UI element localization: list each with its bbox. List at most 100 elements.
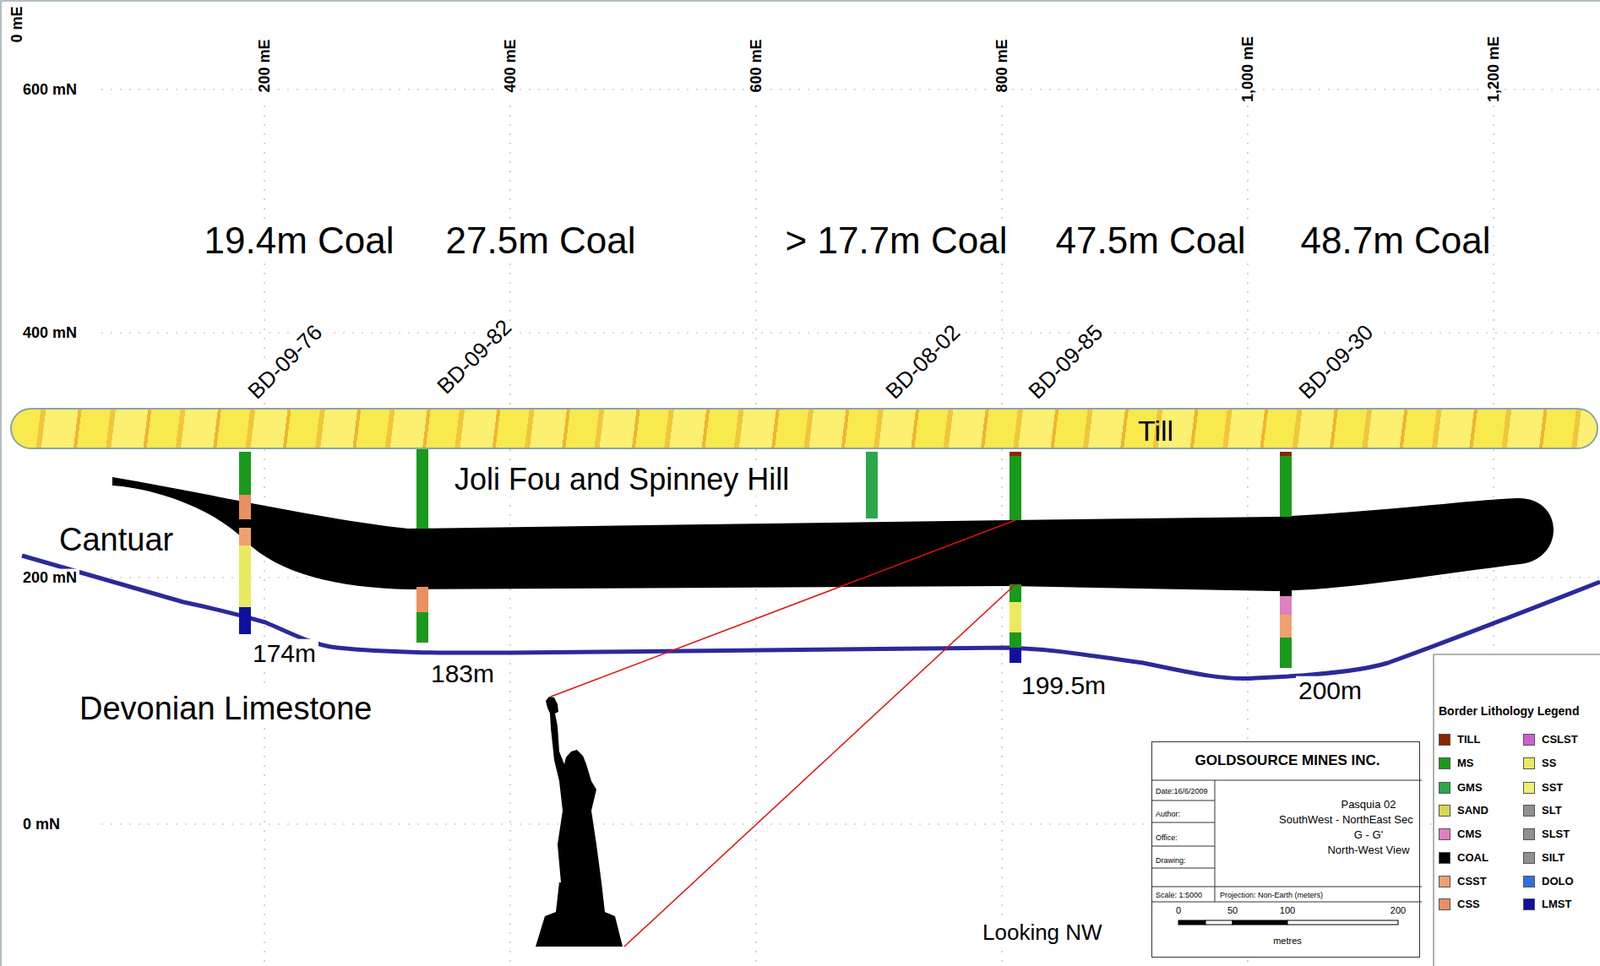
ss-interval — [1009, 602, 1022, 633]
gms-interval — [865, 451, 878, 519]
csst-interval — [1279, 614, 1292, 638]
axis-label: 600 mN — [20, 81, 80, 99]
scale-number: 0 — [1175, 905, 1181, 917]
scale-unit: metres — [1273, 936, 1302, 947]
coal-interval — [239, 519, 251, 528]
axis-label: 200 mE — [255, 36, 274, 95]
rule — [1214, 780, 1216, 903]
title-block-lines — [1151, 780, 1422, 903]
till-label: Till — [1137, 414, 1174, 448]
grid — [101, 89, 1600, 966]
coal-interval — [1009, 520, 1022, 585]
coal-thickness: 48.7m Coal — [1297, 219, 1493, 263]
rule — [1151, 780, 1422, 782]
title-block-text: Date:16/6/2009 — [1155, 787, 1209, 796]
legend-swatch — [1438, 828, 1451, 841]
scale-number: 100 — [1279, 905, 1296, 917]
coal-thickness: > 17.7m Coal — [783, 219, 1011, 263]
title-block-text: Office: — [1155, 833, 1178, 843]
ms-interval — [416, 612, 429, 643]
legend-text: GMS — [1457, 782, 1483, 795]
scale-bar — [1178, 920, 1399, 926]
legend-swatch — [1438, 782, 1451, 795]
title-block-text: North-West View — [1327, 844, 1410, 858]
coal-interval — [416, 528, 429, 588]
hole-name: BD-08-02 — [879, 318, 968, 407]
bar-segment — [1205, 920, 1233, 926]
legend-swatch — [1523, 828, 1535, 841]
till-interval — [1279, 451, 1292, 457]
title-block-text: GOLDSOURCE MINES INC. — [1194, 752, 1380, 770]
coal-body — [112, 477, 1554, 592]
title-block-text: G - G' — [1354, 829, 1383, 843]
legend-text: CSS — [1457, 898, 1481, 912]
legend-text: SAND — [1457, 805, 1489, 818]
legend-text: TILL — [1457, 734, 1481, 747]
limestone-surface — [21, 555, 1600, 680]
legend-text: MS — [1457, 757, 1475, 771]
ms-interval — [239, 451, 251, 496]
hole-name: BD-09-30 — [1292, 318, 1381, 407]
scale-number: 50 — [1227, 905, 1238, 917]
axis-label: 800 mE — [993, 36, 1012, 95]
legend-swatch — [1438, 734, 1451, 746]
axis-label: 600 mE — [747, 36, 766, 95]
legend-swatch — [1438, 757, 1451, 770]
scale-line — [550, 520, 1016, 697]
legend-swatch — [1523, 805, 1535, 817]
legend-swatch — [1523, 876, 1535, 888]
title-block-text: Author: — [1155, 810, 1181, 819]
axis-label: 400 mE — [501, 36, 520, 95]
axis-label: 0 mE — [8, 3, 27, 45]
view-direction: Looking NW — [979, 920, 1105, 947]
cms-interval — [1279, 596, 1292, 615]
legend-text: COAL — [1457, 852, 1489, 866]
bar-segment — [1287, 920, 1399, 926]
hole-name: BD-09-76 — [241, 318, 330, 407]
rule — [1151, 868, 1215, 870]
coal-thickness: 47.5m Coal — [1052, 219, 1248, 263]
lmst-interval — [239, 607, 251, 635]
legend-text: CMS — [1457, 828, 1482, 842]
csst-interval — [239, 527, 251, 546]
ms-interval — [416, 449, 429, 529]
rule — [1151, 902, 1422, 904]
legend-text: SILT — [1541, 852, 1565, 866]
title-block-text: Drawing: — [1155, 856, 1187, 866]
unit-name: Devonian Limestone — [76, 691, 375, 729]
scale-line — [624, 584, 1016, 947]
ms-interval — [1009, 456, 1022, 521]
legend-text: CSST — [1457, 876, 1487, 889]
hole-depth: 200m — [1295, 676, 1365, 707]
grid-line — [101, 88, 1600, 90]
coal-interval — [1279, 517, 1292, 597]
legend-swatch — [1523, 852, 1535, 865]
title-block-text: Pasquia 02 — [1340, 799, 1396, 812]
legend-swatch — [1523, 898, 1535, 911]
legend-text: SLT — [1541, 805, 1562, 818]
rule — [1151, 887, 1422, 888]
ms-interval — [1009, 584, 1022, 603]
legend-text: SST — [1541, 782, 1563, 795]
legend-swatch — [1438, 852, 1451, 865]
coal-thickness: 19.4m Coal — [201, 219, 397, 263]
css-interval — [416, 587, 429, 613]
bar-segment — [1178, 920, 1206, 926]
axis-label: 400 mN — [20, 324, 80, 343]
legend-text: SLST — [1541, 828, 1570, 842]
axis-label: 0 mN — [20, 816, 63, 834]
legend-swatch — [1523, 757, 1535, 770]
scale-number: 200 — [1390, 905, 1406, 917]
hole-name: BD-09-82 — [430, 313, 519, 402]
title-block-text: Scale: 1:5000 — [1155, 891, 1203, 900]
hole-depth: 199.5m — [1018, 671, 1109, 702]
axis-label: 1,000 mE — [1239, 33, 1258, 105]
title-block-text: SouthWest - NorthEast Sec — [1278, 814, 1414, 828]
hole-depth: 174m — [250, 639, 319, 670]
statue-silhouette — [535, 696, 623, 947]
legend-title: Border Lithology Legend — [1438, 704, 1579, 719]
drill-holes — [239, 449, 1292, 669]
csst-interval — [239, 495, 251, 520]
ms-interval — [1009, 632, 1022, 648]
